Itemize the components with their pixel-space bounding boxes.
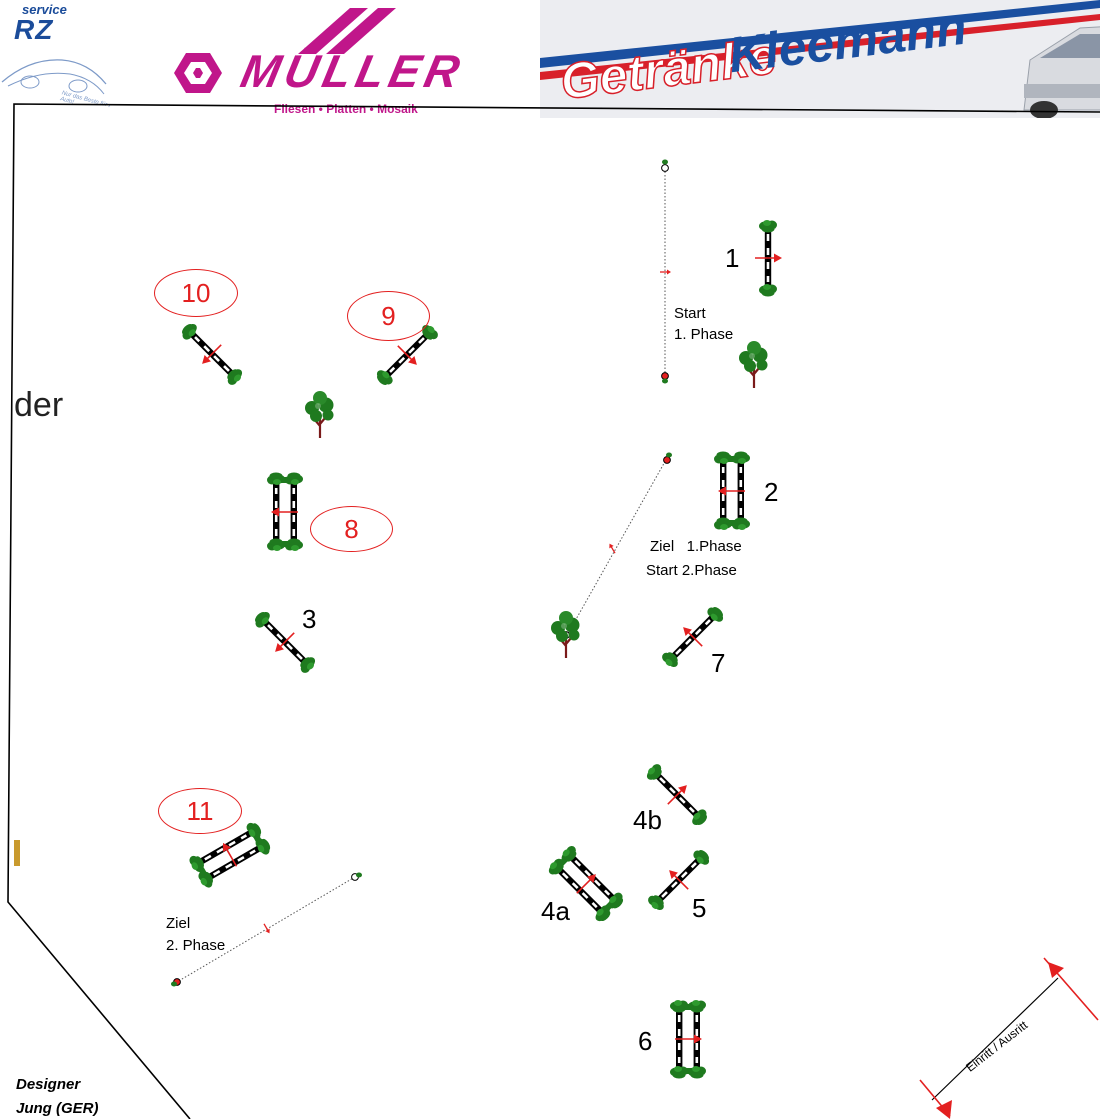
obstacle-label-11: 11 [158, 788, 242, 834]
sponsor-kleemann-banner: Getränke Kleemann [540, 0, 1100, 118]
obstacle-label-5: 5 [692, 893, 707, 923]
start-phase-2-label: Start 2.Phase [646, 562, 737, 579]
mueller-hexagon-logo [174, 8, 396, 93]
obstacle-label-4a: 4a [541, 896, 570, 926]
kleemann-swoosh [540, 0, 1100, 80]
cut-off-gold-mark [14, 840, 20, 866]
obstacle-label-3: 3 [302, 604, 317, 634]
arena-boundary [7, 103, 1100, 1119]
obstacle-8 [267, 473, 303, 552]
obstacle-label-6: 6 [638, 1026, 653, 1056]
car-sketch-icon [1, 59, 107, 95]
obstacle-label-1: 1 [725, 243, 740, 273]
delivery-van-icon [1023, 26, 1100, 118]
tree-icon [303, 389, 335, 440]
entrance-exit-marker [919, 957, 1099, 1119]
sponsor-mueller-banner: MÜLLER Fliesen • Platten • Mosaik [168, 0, 540, 120]
obstacle-label-10: 10 [154, 269, 238, 317]
sponsor-rz-banner: service RZ Nur das Beste für Ihr Auto! [0, 0, 110, 110]
obstacle-label-2: 2 [764, 477, 779, 507]
sponsor-rz-service: service [22, 2, 67, 17]
cut-off-text-der: der [14, 386, 64, 424]
obstacle-10 [175, 318, 248, 391]
obstacle-label-8: 8 [310, 506, 393, 552]
obstacle-label-4b: 4b [633, 805, 662, 835]
obstacle-label-7: 7 [711, 648, 726, 678]
tree-icon [737, 339, 769, 390]
finish-phase-1-label: Ziel 1.Phase [650, 538, 742, 555]
finish-phase-2-label-2: 2. Phase [166, 937, 226, 954]
finish-phase-2-label: Ziel [166, 915, 191, 932]
designer-name: Jung (GER) [16, 1100, 99, 1117]
start-phase-1-label: Start [674, 305, 706, 322]
tree-icon [549, 609, 581, 660]
obstacle-1 [755, 220, 782, 297]
obstacle-2 [714, 452, 750, 531]
obstacle-label-9: 9 [347, 291, 430, 341]
start-phase-1-label-2: 1. Phase [674, 326, 734, 343]
start-line-phase-1 [660, 159, 671, 384]
designer-title: Designer [16, 1076, 81, 1093]
obstacle-6 [670, 1000, 706, 1079]
finish-line-phase-2 [171, 872, 362, 987]
sponsor-rz-name: RZ [14, 14, 54, 45]
